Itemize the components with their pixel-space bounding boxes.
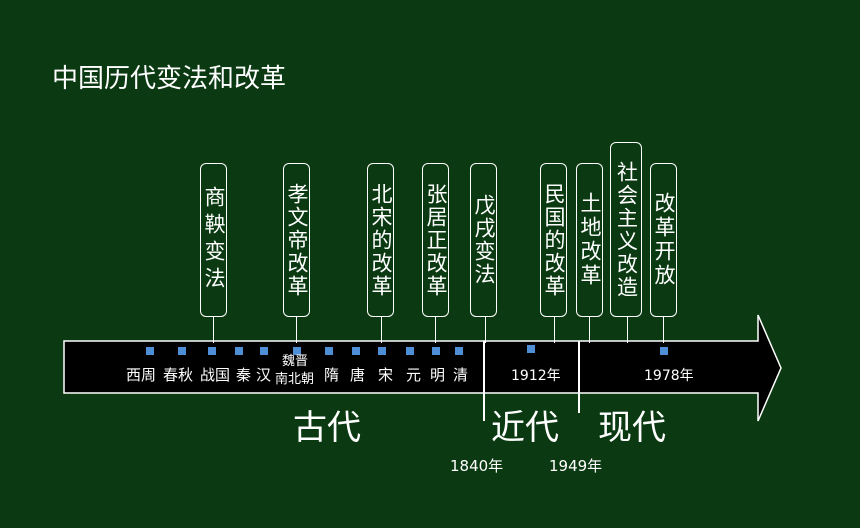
- reform-box-minguo: 民国的改革: [540, 163, 567, 317]
- era-label-ancient: 古代: [293, 408, 361, 448]
- reform-box-gaigekaifang: 改革开放: [650, 163, 677, 317]
- dynasty-label: 清: [453, 366, 469, 384]
- axis-year-1912: 1912年: [511, 368, 561, 384]
- dynasty-label: 宋: [378, 366, 394, 384]
- dynasty-marker: [146, 347, 154, 355]
- dynasty-marker: [235, 347, 243, 355]
- dynasty-label: 战国: [200, 366, 231, 384]
- stem-shehuizhuyi: [627, 316, 628, 343]
- dynasty-marker: [260, 347, 268, 355]
- dynasty-marker: [378, 347, 386, 355]
- dynasty-label: 隋: [324, 366, 340, 384]
- divider-1840: [483, 341, 485, 421]
- dynasty-marker: [352, 347, 360, 355]
- era-label-contemporary: 现代: [598, 408, 666, 448]
- dynasty-marker: [208, 347, 216, 355]
- dynasty-label: 明: [430, 366, 446, 384]
- dynasty-label: 春秋: [163, 366, 194, 384]
- stem-shangyang: [213, 316, 214, 343]
- reform-label: 北宋的改革: [369, 182, 393, 298]
- stem-wuxu: [485, 316, 486, 343]
- reform-box-wuxu: 戊戌变法: [470, 163, 497, 317]
- dynasty-marker: [325, 347, 333, 355]
- era-label-modern: 近代: [491, 408, 559, 448]
- axis-year-1978: 1978年: [644, 368, 694, 384]
- year-marker-1912: [527, 345, 535, 353]
- dynasty-label: 元: [406, 366, 422, 384]
- reform-label: 民国的改革: [542, 182, 566, 298]
- stem-tudi: [589, 316, 590, 343]
- reform-label: 改革开放: [652, 192, 676, 288]
- stem-minguo: [554, 316, 555, 343]
- dynasty-marker: [406, 347, 414, 355]
- reform-box-xiaowendi: 孝文帝改革: [283, 163, 310, 317]
- dynasty-marker: [432, 347, 440, 355]
- boundary-year-1949: 1949年: [549, 457, 603, 475]
- boundary-year-1840: 1840年: [450, 457, 504, 475]
- stem-beisong: [381, 316, 382, 343]
- reform-label: 商鞅变法: [202, 186, 226, 294]
- reform-box-tudi: 土地改革: [576, 163, 603, 317]
- divider-1949: [578, 341, 580, 413]
- reform-box-shehuizhuyi: 社会主义改造: [610, 142, 642, 317]
- dynasty-label: 秦: [236, 366, 252, 384]
- dynasty-label: 汉: [256, 366, 272, 384]
- dynasty-marker: [293, 347, 301, 355]
- page-title: 中国历代变法和改革: [52, 64, 287, 94]
- reform-label: 孝文帝改革: [285, 182, 309, 298]
- reform-label: 戊戌变法: [472, 194, 496, 286]
- stem-gaigekaifang: [663, 316, 664, 343]
- year-marker-1978: [660, 347, 668, 355]
- dynasty-label: 西周: [126, 366, 157, 384]
- dynasty-label: 唐: [350, 366, 366, 384]
- dynasty-label: 南北朝: [275, 372, 315, 387]
- stem-xiaowendi: [296, 316, 297, 343]
- reform-box-beisong: 北宋的改革: [367, 163, 394, 317]
- reform-label: 社会主义改造: [614, 160, 639, 299]
- reform-label: 土地改革: [578, 192, 602, 288]
- dynasty-marker: [455, 347, 463, 355]
- stem-zhangjuzheng: [435, 316, 436, 343]
- reform-box-shangyang: 商鞅变法: [200, 163, 227, 317]
- reform-box-zhangjuzheng: 张居正改革: [422, 163, 449, 317]
- dynasty-marker: [178, 347, 186, 355]
- dynasty-label: 魏晋: [282, 354, 309, 369]
- reform-label: 张居正改革: [424, 182, 448, 298]
